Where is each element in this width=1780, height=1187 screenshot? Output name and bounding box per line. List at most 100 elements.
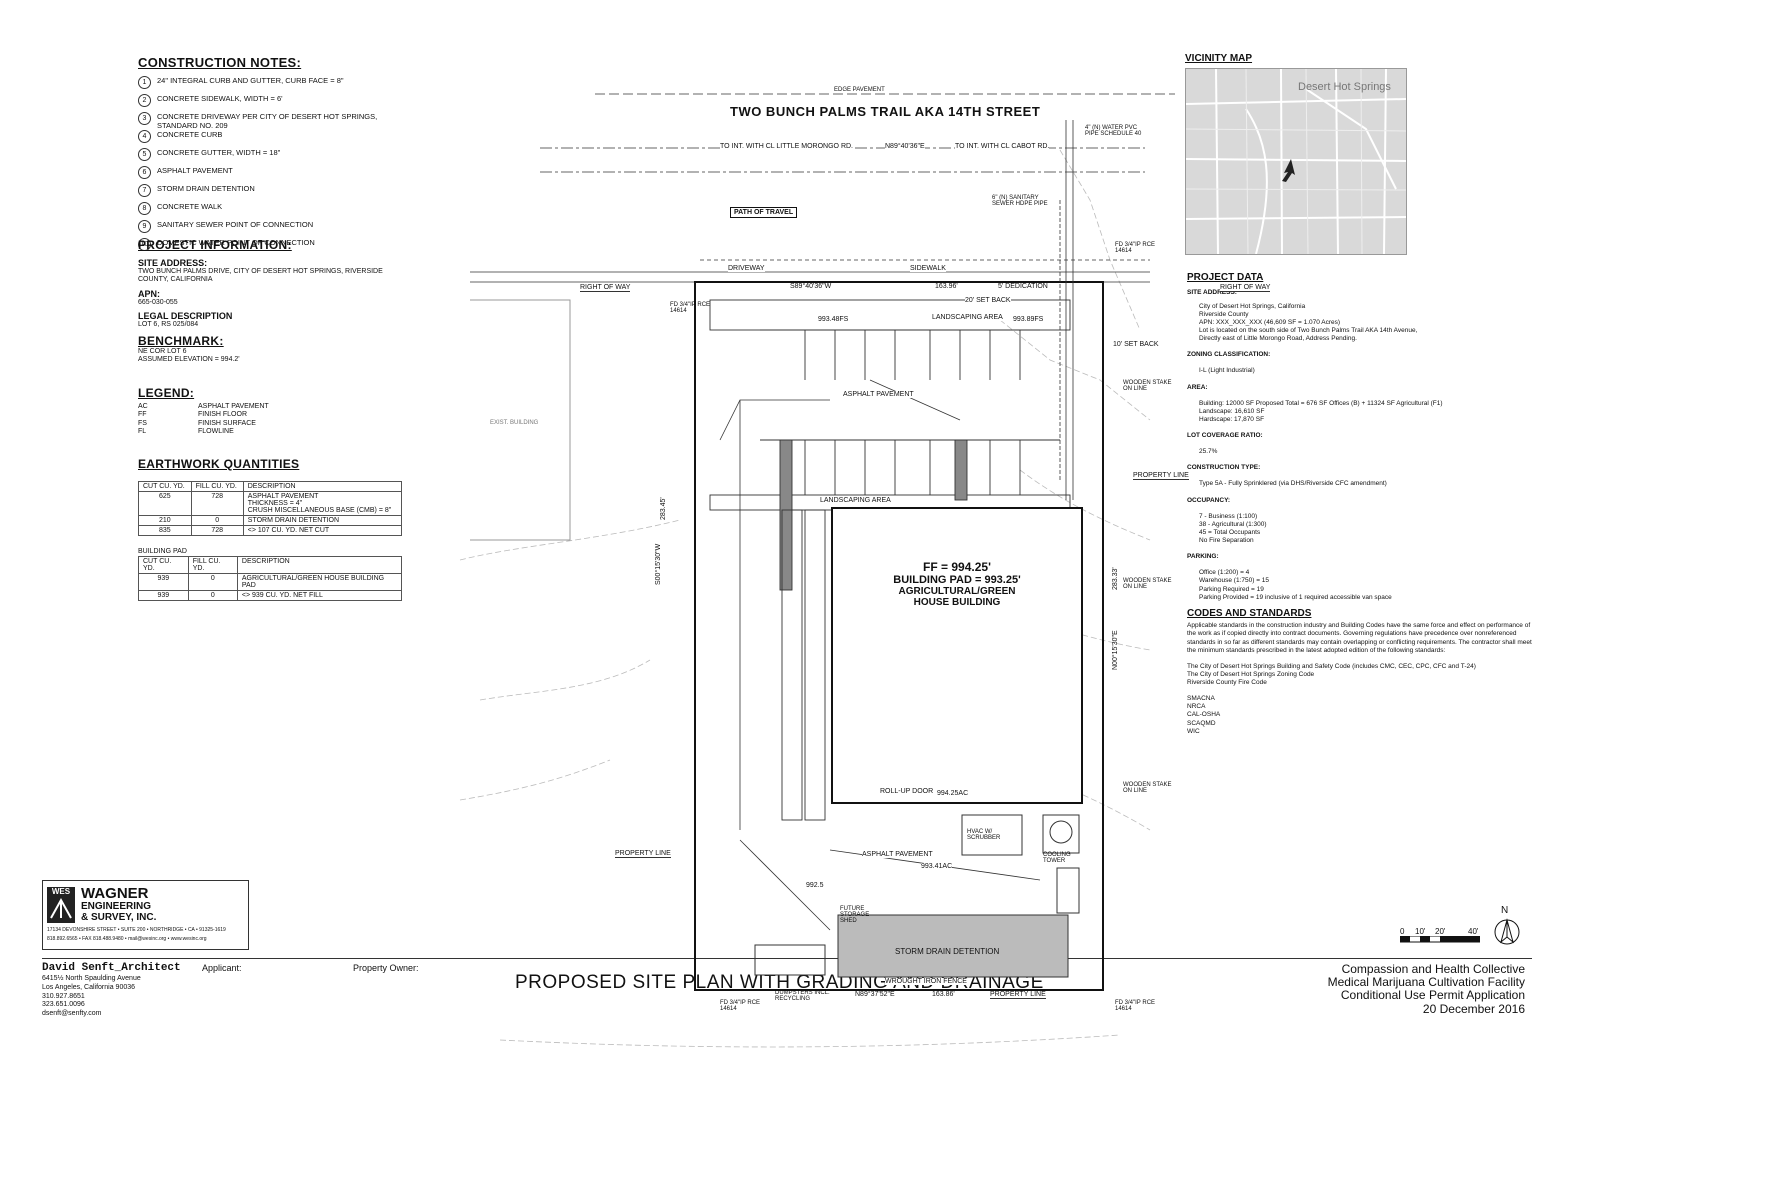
pd-construction: Type 5A - Fully Sprinklered (via DHS/Riv… — [1199, 480, 1387, 488]
path-of-travel: PATH OF TRAVEL — [730, 207, 798, 218]
note-number-icon: 10 — [138, 238, 151, 251]
vicinity-map-section: VICINITY MAP Desert Hot Springs — [1185, 53, 1407, 255]
dumpsters-label: DUMPSTERS INCL. RECYCLING — [775, 990, 830, 1002]
firm-logo-text: WES — [51, 887, 71, 896]
architect-phone2: 323.651.0096 — [42, 1001, 85, 1009]
north-bearing: S89°40'36"W — [790, 283, 832, 290]
legend-desc: FLOWLINE — [198, 428, 234, 436]
architect-email: dsenft@senfty.com — [42, 1010, 102, 1017]
legend-desc: FINISH FLOOR — [198, 411, 248, 419]
legend-abbr: FL — [138, 428, 147, 436]
note-number-icon: 4 — [138, 130, 151, 143]
construction-notes-heading: CONSTRUCTION NOTES: — [138, 55, 302, 70]
elev-993-48: 993.48FS — [818, 316, 849, 323]
elev-993-41: 993.41AC — [921, 863, 953, 870]
rollup-door: ROLL-UP DOOR — [880, 788, 934, 795]
right-of-way-left: RIGHT OF WAY — [580, 284, 631, 292]
pd-site-line: City of Desert Hot Springs, California — [1199, 302, 1306, 310]
firm-name-2: ENGINEERING — [81, 901, 152, 912]
legend-item: FL FLOWLINE — [138, 428, 408, 436]
south-distance: 163.86' — [932, 991, 955, 998]
pd-zoning-label: ZONING CLASSIFICATION: — [1187, 351, 1271, 359]
pd-parking-label: PARKING: — [1187, 553, 1219, 561]
wrought-iron-label: WROUGHT IRON FENCE — [885, 978, 967, 985]
asphalt-pavement-top: ASPHALT PAVEMENT — [843, 391, 914, 398]
legend-abbr: FF — [138, 411, 147, 419]
sidewalk-label: SIDEWALK — [910, 265, 946, 272]
project-name-2: Medical Marijuana Cultivation Facility — [1327, 975, 1525, 990]
vicinity-city-label: Desert Hot Springs — [1298, 81, 1391, 93]
legend-heading: LEGEND: — [138, 386, 195, 400]
to-int-little-morongo: TO INT. WITH CL LITTLE MORONGO RD. — [720, 143, 854, 150]
north-label: N — [1501, 905, 1509, 916]
gen-box — [1056, 867, 1080, 914]
codes-heading: CODES AND STANDARDS — [1187, 607, 1312, 619]
fd-rce-nw: FD 3/4"IP RCE 14614 — [670, 302, 711, 314]
asphalt-pavement-bottom: ASPHALT PAVEMENT — [862, 851, 933, 858]
future-storage-label: FUTURE STORAGE SHED — [840, 906, 870, 924]
driveway-label: DRIVEWAY — [728, 265, 765, 272]
standard-item: SMACNA — [1187, 695, 1215, 703]
table-cell: 0 — [187, 590, 238, 602]
pd-occupancy-line: 38 - Agricultural (1:300) — [1199, 520, 1267, 528]
fd-rce-se: FD 3/4"IP RCE 14614 — [1115, 1000, 1156, 1012]
legal-label: LEGAL DESCRIPTION — [138, 311, 233, 322]
benchmark-line1: NE COR LOT 6 — [138, 348, 187, 355]
north-arrow-icon — [1494, 918, 1520, 945]
note-text: CONCRETE CURB — [157, 130, 223, 139]
firm-address: 17134 DEVONSHIRE STREET • SUITE 200 • NO… — [47, 927, 226, 933]
architect-name: David Senft_Architect — [42, 962, 181, 974]
note-text: CONCRETE SIDEWALK, WIDTH = 6' — [157, 94, 283, 103]
cooling-tower-fan-icon — [1049, 820, 1073, 844]
storm-drain-label: STORM DRAIN DETENTION — [895, 947, 1000, 956]
hvac-unit — [961, 814, 1023, 856]
pd-site-line: APN: XXX_XXX_XXX (46,609 SF = 1.070 Acre… — [1199, 318, 1341, 326]
pd-parking-line: Parking Required = 19 — [1199, 585, 1264, 593]
storm-drain-detention — [837, 914, 1069, 978]
pd-area-label: AREA: — [1187, 383, 1208, 391]
wooden-stake-2: WOODEN STAKE ON LINE — [1123, 578, 1172, 590]
elev-993-89: 993.89FS — [1013, 316, 1044, 323]
title-block-rule — [42, 958, 1532, 959]
scale-label-40: 40' — [1468, 927, 1479, 936]
construction-note-item: 4 CONCRETE CURB — [138, 130, 418, 148]
architect-info: 6415½ North Spaulding Avenue Los Angeles… — [42, 975, 141, 1019]
pd-occupancy-lines: 7 - Business (1:100)38 - Agricultural (1… — [1199, 513, 1537, 546]
legend-abbr: AC — [138, 403, 148, 410]
note-text: STORM DRAIN DETENTION — [157, 184, 255, 193]
exist-building-label: EXIST. BUILDING — [490, 420, 539, 426]
vicinity-map[interactable]: Desert Hot Springs — [1185, 68, 1407, 255]
note-text: DOMESTIC WATER POINT OF CONNECTION — [157, 238, 315, 247]
engineering-firm-block: WES WAGNER ENGINEERING & SURVEY, INC. 17… — [42, 880, 249, 950]
firm-contact: 818.892.6565 • FAX 818.488.9480 • mail@w… — [47, 936, 207, 942]
standard-item: SCAQMD — [1187, 719, 1216, 727]
legend-item: FF FINISH FLOOR — [138, 411, 408, 419]
west-bearing: S00°15'30"W — [655, 543, 662, 585]
pd-area-lines: Building: 12000 SF Proposed Total = 676 … — [1199, 400, 1537, 424]
pd-occupancy-line: No Fire Separation — [1199, 537, 1254, 544]
setback-10: 10' SET BACK — [1113, 341, 1159, 348]
table-cell: <> 939 CU. YD. NET FILL — [236, 590, 403, 602]
pd-occupancy-line: 45 = Total Occupants — [1199, 528, 1261, 536]
pd-site-line: Riverside County — [1199, 310, 1249, 318]
finish-floor: FF = 994.25' — [923, 560, 991, 574]
east-bearing: N00°15'30"E — [1112, 630, 1119, 670]
benchmark: BENCHMARK: NE COR LOT 6 ASSUMED ELEVATIO… — [138, 334, 408, 365]
west-distance: 283.45' — [660, 497, 667, 520]
property-boundary — [694, 281, 1104, 991]
legend-desc: FINISH SURFACE — [198, 419, 256, 427]
pd-coverage: 25.7% — [1199, 448, 1218, 456]
edge-pavement-label: EDGE PAVEMENT — [834, 87, 885, 93]
